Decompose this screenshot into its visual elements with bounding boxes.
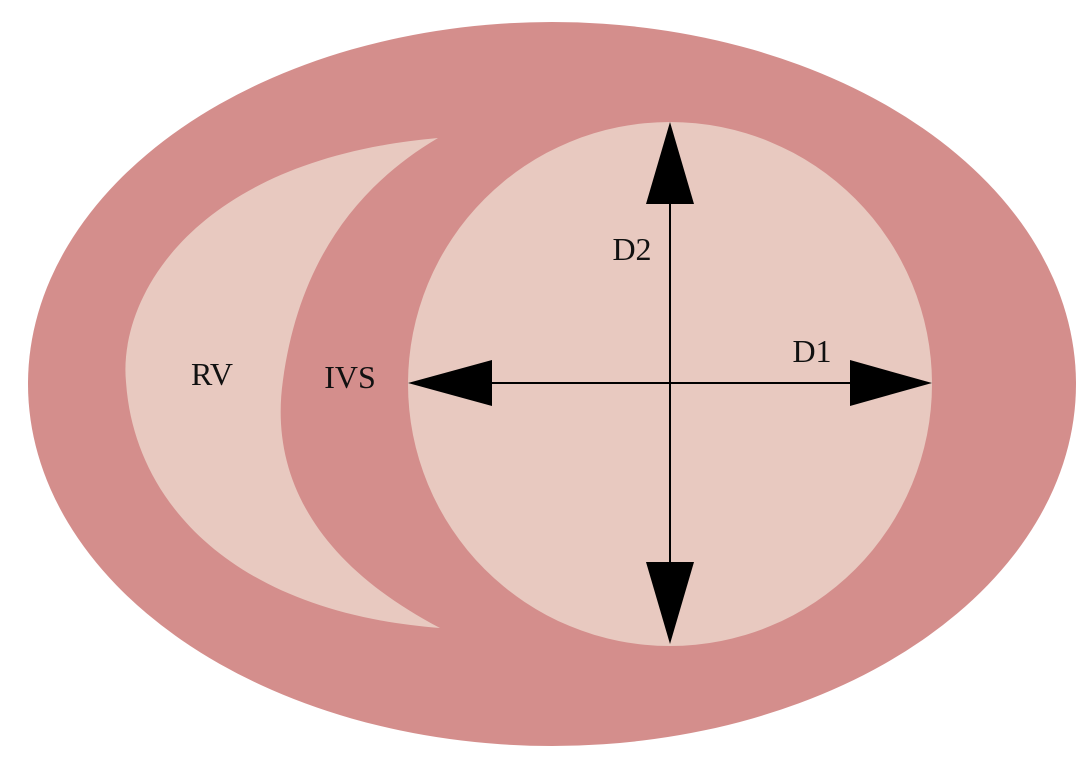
d1-left-arrowhead: [408, 360, 492, 406]
rv-label: RV: [191, 356, 233, 392]
d2-bottom-arrowhead: [646, 562, 694, 644]
rv-cavity: [125, 138, 440, 628]
ivs-label: IVS: [324, 359, 376, 395]
d1-right-arrowhead: [850, 360, 932, 406]
d2-top-arrowhead: [646, 122, 694, 204]
d1-label: D1: [792, 333, 831, 369]
d2-label: D2: [612, 231, 651, 267]
